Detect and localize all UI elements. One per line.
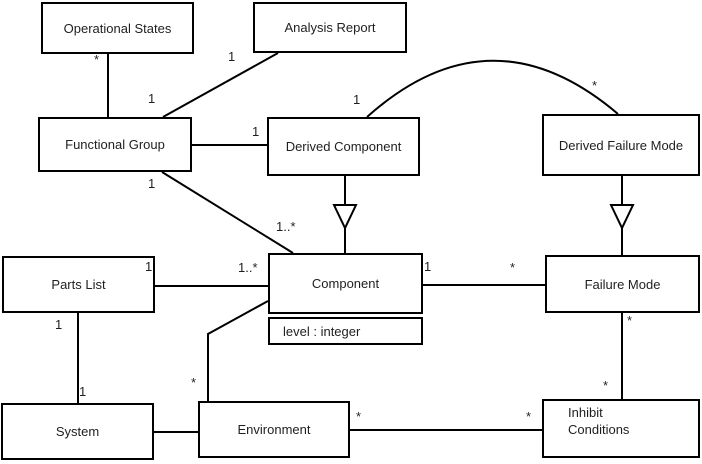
assoc-component-environment [207,300,269,401]
assoc-derived-component-derived-failure-mode-arc [366,59,619,118]
class-analysis-report[interactable]: Analysis Report [253,2,407,53]
class-label: Failure Mode [584,276,661,292]
mult-environment-component-end: * [191,375,197,390]
class-functional-group[interactable]: Functional Group [38,117,192,172]
mult-system-end: 1 [79,384,87,399]
mult-functional-group-component-end: 1 [148,176,156,191]
assoc-functional-group-analysis-report [162,52,279,118]
mult-component-failure-mode-end: 1 [424,259,432,274]
attribute-label: level : integer [283,323,361,339]
mult-arc-derived-failure-mode-end: * [592,78,598,93]
mult-inhibit-environment-end: * [526,409,532,424]
mult-parts-list-end: 1 [145,259,153,274]
mult-analysis-report-end: 1 [228,49,236,64]
class-failure-mode[interactable]: Failure Mode [545,255,700,313]
class-label: Component [311,276,380,291]
mult-environment-inhibit-end: * [356,409,362,424]
class-label: Parts List [51,277,106,292]
class-derived-failure-mode[interactable]: Derived Failure Mode [542,114,700,176]
mult-component-functional-group-end: 1..* [276,219,296,234]
class-parts-list[interactable]: Parts List [2,256,155,313]
class-system[interactable]: System [1,403,154,460]
class-operational-states[interactable]: Operational States [41,2,194,54]
generalization-triangle-icon [332,204,358,231]
mult-operational-states-end: * [94,52,100,67]
mult-component-parts-list-end: 1..* [238,260,258,275]
class-inhibit-conditions[interactable]: Inhibit Conditions [542,399,700,458]
mult-derived-component-end: 1 [252,124,260,139]
class-label: Functional Group [65,137,165,152]
mult-functional-group-end: 1 [148,91,156,106]
mult-failure-mode-component-end: * [510,260,516,275]
class-label: Environment [237,422,311,437]
class-label: Analysis Report [284,20,376,35]
class-derived-component[interactable]: Derived Component [267,117,420,176]
mult-failure-mode-inhibit-end: * [627,313,633,328]
mult-parts-list-system-end: 1 [55,317,63,332]
class-component[interactable]: Component [268,253,423,314]
assoc-functional-group-component [161,171,294,254]
class-component-attributes[interactable]: level : integer [268,317,423,345]
class-environment[interactable]: Environment [198,401,350,458]
generalization-triangle-icon [609,204,635,231]
class-label: Derived Component [285,139,402,154]
class-label: Derived Failure Mode [558,137,684,153]
class-label: Inhibit Conditions [568,405,630,437]
class-label: Operational States [63,20,172,36]
class-label: System [55,424,100,439]
mult-arc-derived-component-end: 1 [353,92,361,107]
mult-inhibit-failure-mode-end: * [603,378,609,393]
